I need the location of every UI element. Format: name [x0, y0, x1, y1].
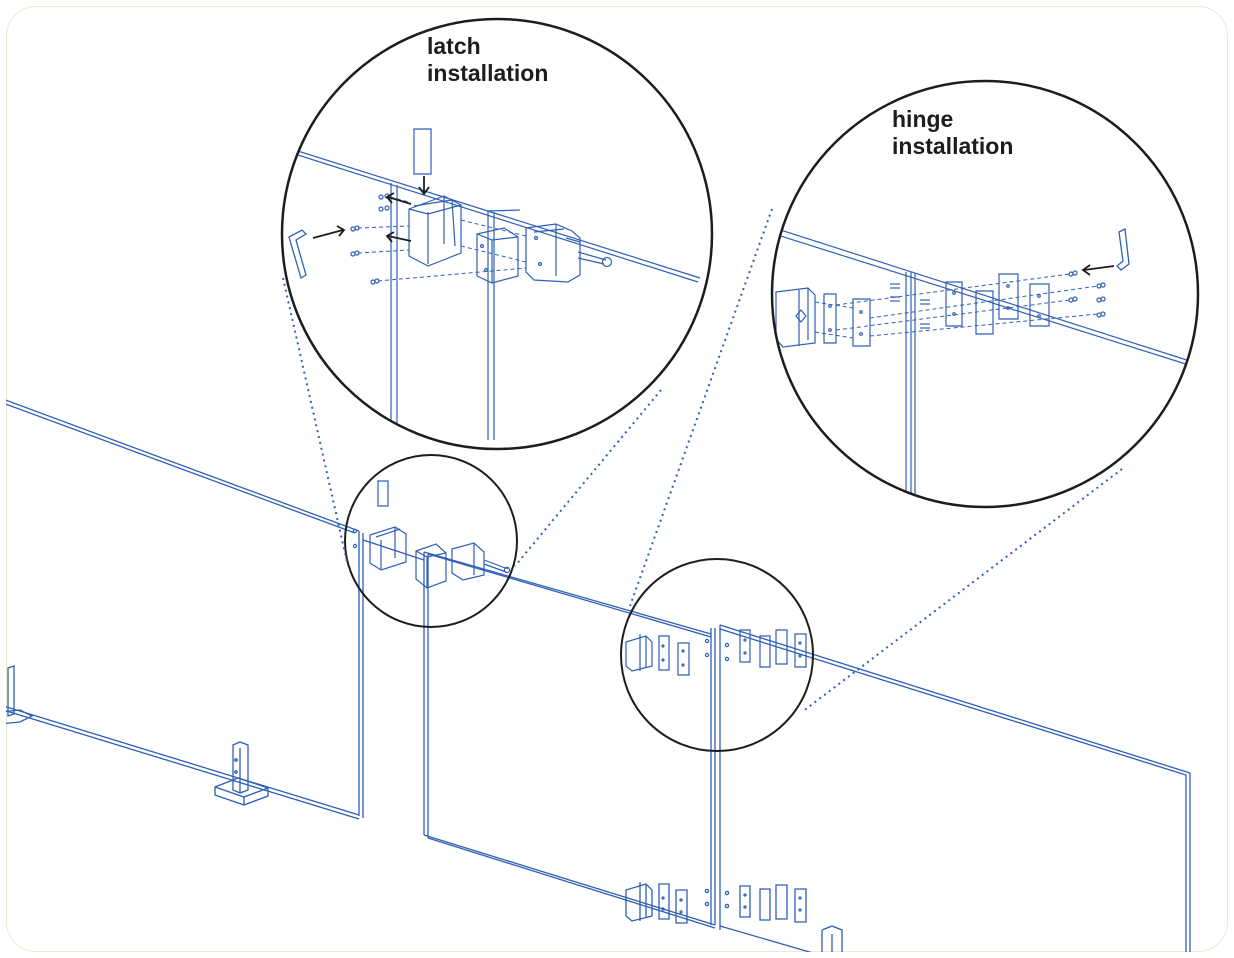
leader-lines — [282, 208, 1123, 713]
latch-callout-circle — [280, 17, 714, 451]
hinge-callout-circle — [770, 79, 1200, 509]
bottom-hinge-set — [625, 882, 807, 924]
latch-label-line2: installation — [427, 60, 549, 86]
assembly-arrows-latch — [312, 176, 430, 243]
latch-label-line1: latch — [427, 33, 481, 59]
hinge-installation-label: hinge installation — [892, 106, 1013, 160]
glass-panel-right — [719, 624, 1191, 952]
panel-gap-line — [362, 539, 425, 561]
spigot-post-center — [214, 741, 269, 806]
hex-key-latch — [288, 229, 308, 279]
spigot-post-left — [6, 665, 34, 725]
hinge-label-line1: hinge — [892, 106, 954, 132]
glass-panel-left — [6, 397, 364, 820]
hinge-detail-small — [620, 558, 814, 752]
latch-installation-label: latch installation — [427, 33, 548, 87]
latch-installation-callout — [280, 17, 714, 451]
glass-panel-gate — [423, 551, 716, 929]
spigot-post-bottom — [821, 925, 843, 952]
latch-detail-small — [344, 454, 518, 628]
hinge-label-line2: installation — [892, 133, 1014, 159]
hinge-installation-callout — [770, 79, 1200, 509]
assembly-arrow-hinge — [1081, 264, 1115, 276]
hex-key-hinge — [1116, 228, 1130, 271]
